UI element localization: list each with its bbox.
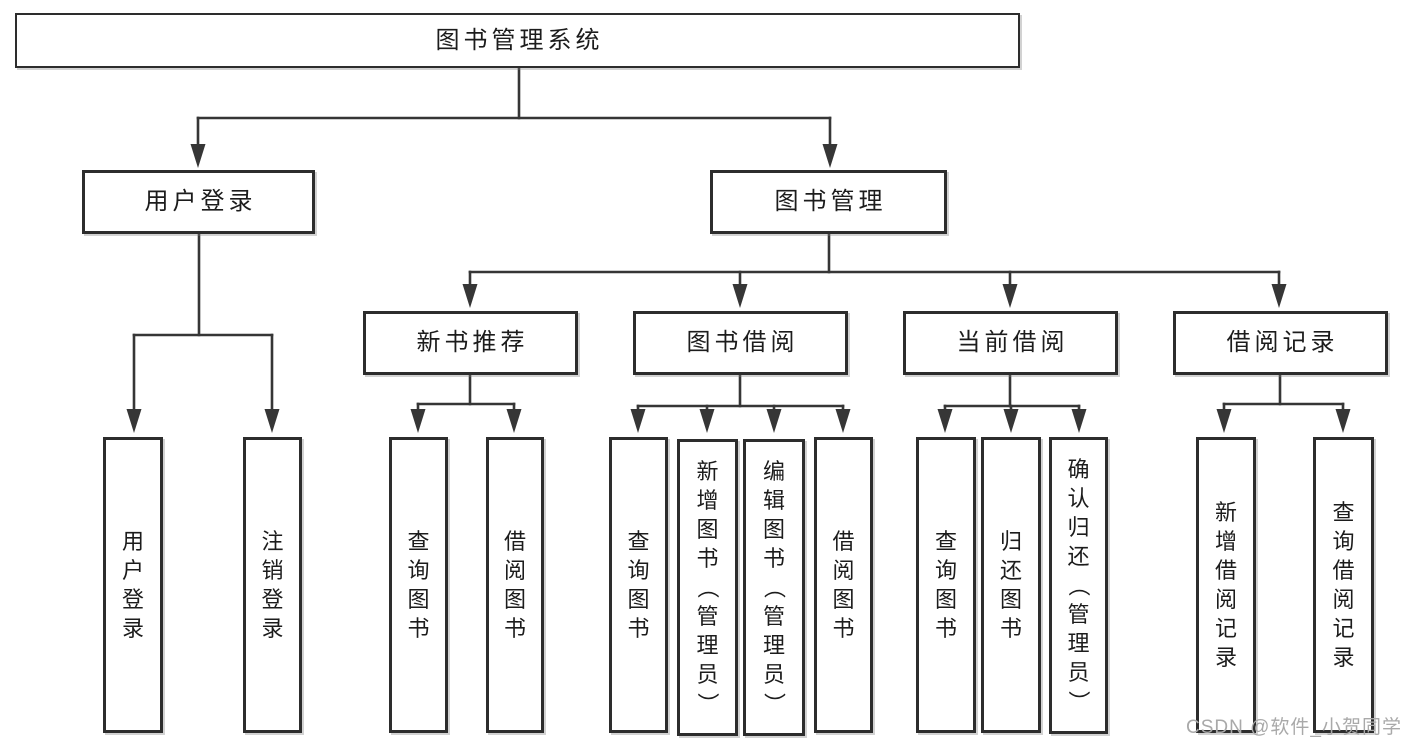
node-root: 图书管理系统 <box>15 13 1020 68</box>
leaf-borrow-book-newrec-label: 借阅图书 <box>503 528 526 641</box>
leaf-add-book-admin: 新增图书（管理员） <box>677 439 738 736</box>
leaf-return-book-label: 归还图书 <box>999 528 1022 641</box>
leaf-edit-book-admin-label: 编辑图书（管理员） <box>762 458 787 715</box>
node-new-book-recommend: 新书推荐 <box>363 311 578 375</box>
leaf-query-borrow-record: 查询借阅记录 <box>1313 437 1374 733</box>
leaf-add-book-admin-label: 新增图书（管理员） <box>695 458 721 715</box>
leaf-logout: 注销登录 <box>243 437 302 733</box>
leaf-borrow-book-borrow-label: 借阅图书 <box>832 528 855 641</box>
leaf-query-borrow-record-label: 查询借阅记录 <box>1332 499 1355 670</box>
leaf-logout-label: 注销登录 <box>261 528 284 641</box>
leaf-edit-book-admin: 编辑图书（管理员） <box>743 439 805 736</box>
leaf-confirm-return-admin: 确认归还（管理员） <box>1049 437 1108 734</box>
leaf-borrow-book-borrow: 借阅图书 <box>814 437 873 733</box>
node-current-borrowing: 当前借阅 <box>903 311 1118 375</box>
node-book-borrowing: 图书借阅 <box>633 311 848 375</box>
leaf-add-borrow-record: 新增借阅记录 <box>1196 437 1256 733</box>
leaf-query-book-borrow-label: 查询图书 <box>627 528 650 641</box>
leaf-add-borrow-record-label: 新增借阅记录 <box>1214 499 1237 670</box>
node-new-book-recommend-label: 新书推荐 <box>416 329 529 356</box>
watermark: CSDN @软件_小贺同学 <box>1186 717 1402 738</box>
leaf-query-book-current: 查询图书 <box>916 437 976 733</box>
node-borrowing-records-label: 借阅记录 <box>1226 329 1339 356</box>
node-book-management: 图书管理 <box>710 170 947 234</box>
leaf-borrow-book-newrec: 借阅图书 <box>486 437 544 733</box>
leaf-query-book-current-label: 查询图书 <box>934 528 957 641</box>
leaf-user-login-label: 用户登录 <box>121 528 144 641</box>
node-borrowing-records: 借阅记录 <box>1173 311 1388 375</box>
node-user-login: 用户登录 <box>82 170 315 234</box>
leaf-user-login: 用户登录 <box>103 437 163 733</box>
node-book-management-label: 图书管理 <box>774 188 887 215</box>
leaf-query-book-borrow: 查询图书 <box>609 437 668 733</box>
node-book-borrowing-label: 图书借阅 <box>686 329 799 356</box>
leaf-query-book-newrec: 查询图书 <box>389 437 448 733</box>
node-current-borrowing-label: 当前借阅 <box>956 329 1069 356</box>
node-root-label: 图书管理系统 <box>435 26 604 54</box>
leaf-query-book-newrec-label: 查询图书 <box>407 528 430 641</box>
leaf-confirm-return-admin-label: 确认归还（管理员） <box>1066 456 1092 713</box>
node-user-login-label: 用户登录 <box>144 188 257 215</box>
leaf-return-book: 归还图书 <box>981 437 1041 733</box>
